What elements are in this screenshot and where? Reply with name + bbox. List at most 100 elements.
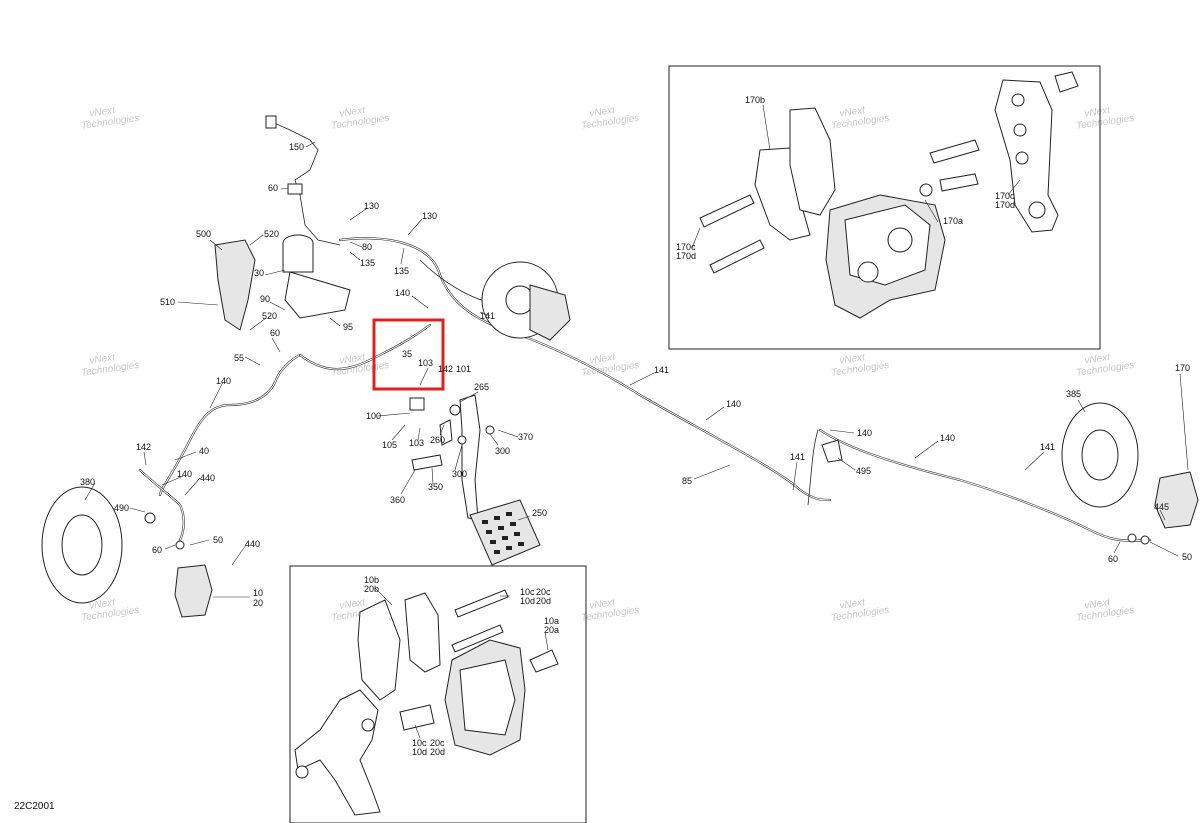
- label-140: 140: [940, 433, 955, 443]
- label-141: 141: [1040, 442, 1055, 452]
- label-20a: 20a: [544, 625, 559, 635]
- inset-rear-caliper: 170b 170a 170c 170d 170c 170d: [668, 65, 1101, 350]
- label-360: 360: [390, 495, 405, 505]
- highlight-box: [372, 318, 445, 391]
- label-85: 85: [682, 476, 692, 486]
- label-10: 10: [253, 588, 263, 598]
- label-300: 300: [495, 446, 510, 456]
- label-35: 35: [402, 349, 412, 359]
- label-10c: 10c: [412, 738, 427, 748]
- label-300: 300: [452, 469, 467, 479]
- label-370: 370: [518, 432, 533, 442]
- label-141: 141: [480, 311, 495, 321]
- label-10d: 10d: [412, 747, 427, 757]
- label-105: 105: [382, 440, 397, 450]
- watermark-text: vNext: [589, 352, 617, 367]
- label-60: 60: [270, 328, 280, 338]
- label-170d: 170d: [676, 251, 696, 261]
- label-80: 80: [362, 242, 372, 252]
- label-445: 445: [1154, 502, 1169, 512]
- inset-front-caliper: 10b 20b 10c 20c 10d 20d 10a 20a 10c 20c …: [289, 565, 587, 823]
- label-250: 250: [532, 508, 547, 518]
- watermark-text: vNext: [1084, 597, 1112, 612]
- label-90: 90: [260, 294, 270, 304]
- label-95: 95: [343, 322, 353, 332]
- watermark-text: vNext: [839, 105, 867, 120]
- watermark-text: vNext: [839, 597, 867, 612]
- label-380: 380: [80, 477, 95, 487]
- label-150: 150: [289, 142, 304, 152]
- label-20d: 20d: [430, 747, 445, 757]
- label-130: 130: [422, 211, 437, 221]
- label-170c: 170c: [676, 242, 696, 252]
- label-520: 520: [264, 229, 279, 239]
- label-20c: 20c: [536, 587, 551, 597]
- components: [41, 115, 1199, 618]
- watermark-text: vNext: [339, 105, 367, 120]
- label-140: 140: [177, 469, 192, 479]
- callout-labels: 150 60 130 130 80 135 135 500 520 30 510…: [80, 142, 1192, 608]
- label-495: 495: [856, 466, 871, 476]
- label-135: 135: [394, 266, 409, 276]
- label-50: 50: [1182, 552, 1192, 562]
- label-103: 103: [409, 438, 424, 448]
- label-440: 440: [245, 539, 260, 549]
- label-142: 142: [136, 442, 151, 452]
- watermark-text: vNext: [89, 105, 117, 120]
- label-101: 101: [456, 364, 471, 374]
- watermark-text: vNext: [89, 597, 117, 612]
- label-140: 140: [726, 399, 741, 409]
- watermark-text: vNext: [1084, 352, 1112, 367]
- watermark-text: vNext: [89, 352, 117, 367]
- label-140: 140: [857, 428, 872, 438]
- rear-right-brake-disc: [1061, 402, 1139, 508]
- label-60: 60: [152, 545, 162, 555]
- front-left-brake-disc: [41, 486, 123, 604]
- label-20d: 20d: [536, 596, 551, 606]
- label-20c: 20c: [430, 738, 445, 748]
- watermark-text: vNext: [339, 597, 367, 612]
- label-140: 140: [216, 376, 231, 386]
- brake-lines: [138, 121, 1152, 542]
- label-30: 30: [254, 268, 264, 278]
- watermark-text: vNext: [839, 352, 867, 367]
- label-490: 490: [114, 503, 129, 513]
- label-60: 60: [268, 183, 278, 193]
- watermark-text: vNext: [589, 105, 617, 120]
- label-10d: 10d: [520, 596, 535, 606]
- label-50: 50: [213, 535, 223, 545]
- label-260: 260: [430, 435, 445, 445]
- label-130: 130: [364, 201, 379, 211]
- label-135: 135: [360, 258, 375, 268]
- label-170d: 170d: [995, 200, 1015, 210]
- label-385: 385: [1066, 389, 1081, 399]
- watermark-text: vNext: [1084, 105, 1112, 120]
- watermark-text: vNext: [589, 597, 617, 612]
- label-510: 510: [160, 297, 175, 307]
- label-265: 265: [474, 382, 489, 392]
- label-60: 60: [1108, 554, 1118, 564]
- label-20: 20: [253, 598, 263, 608]
- drawing-reference: 22C2001: [14, 801, 55, 812]
- label-170c: 170c: [995, 191, 1015, 201]
- label-350: 350: [428, 482, 443, 492]
- label-440: 440: [200, 473, 215, 483]
- label-520: 520: [262, 311, 277, 321]
- label-170: 170: [1175, 363, 1190, 373]
- label-103: 103: [418, 358, 433, 368]
- label-55: 55: [234, 353, 244, 363]
- label-142: 142: [438, 364, 453, 374]
